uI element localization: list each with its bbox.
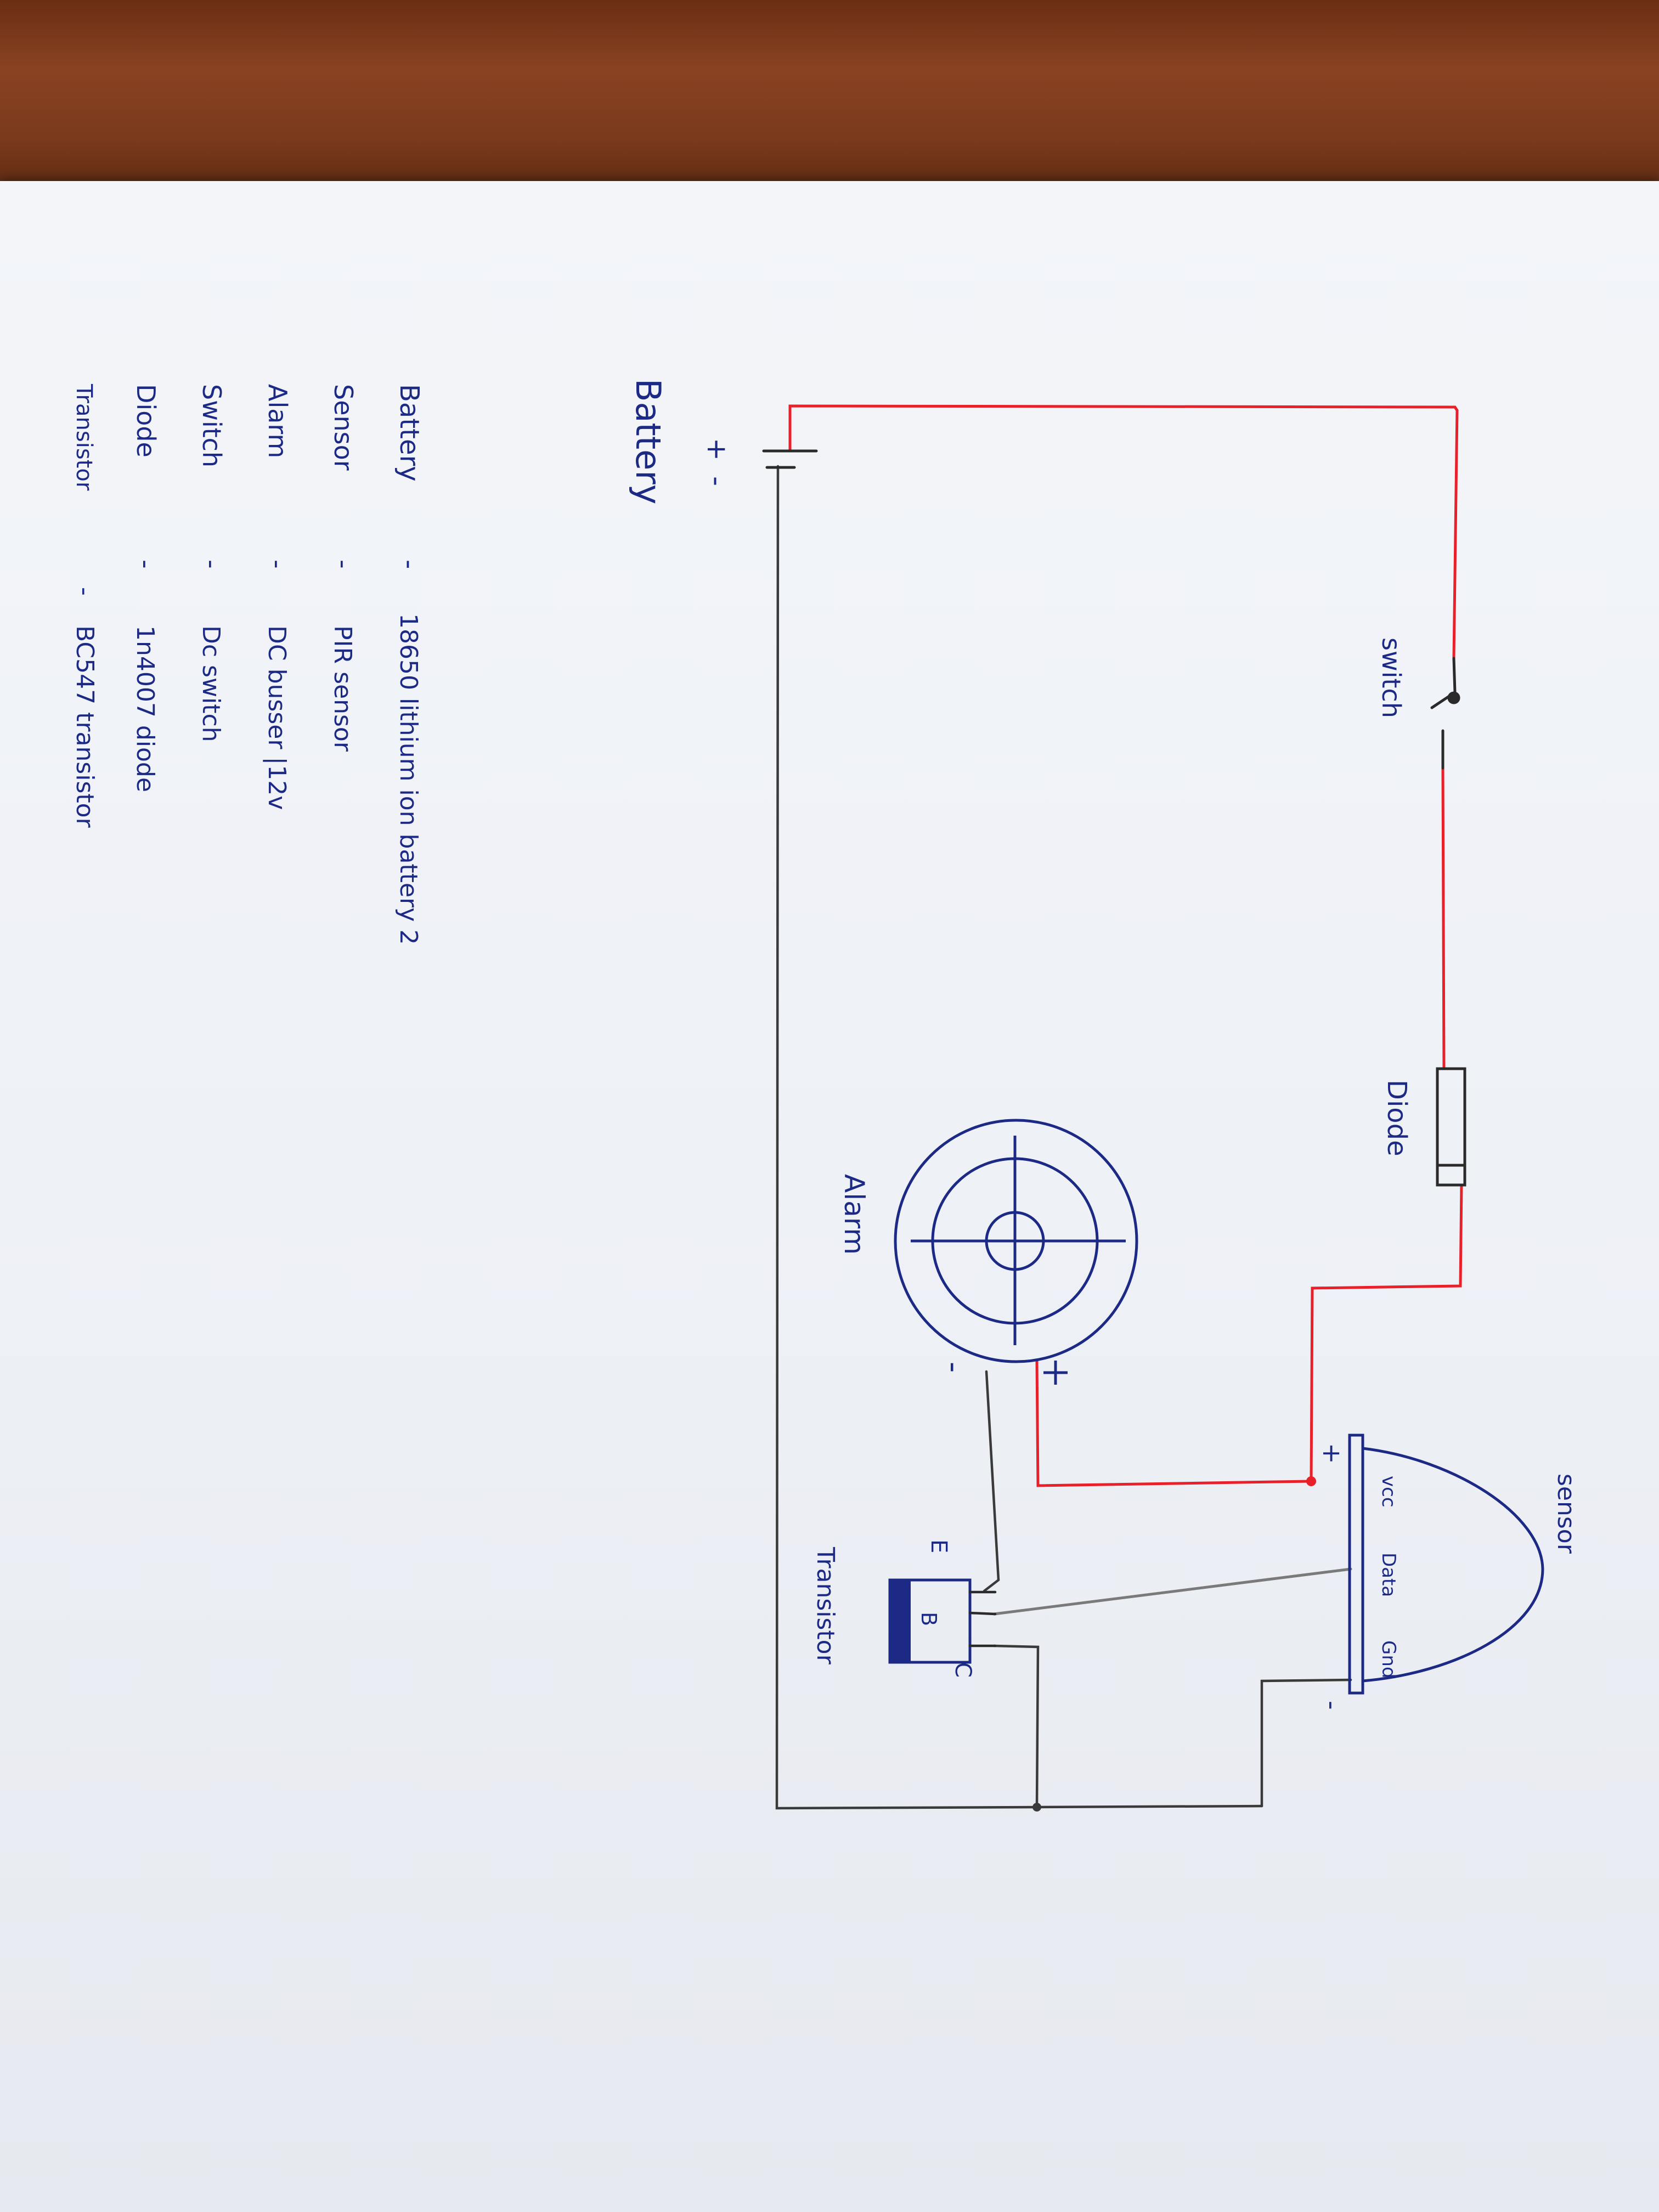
legend-transistor-sep: - xyxy=(71,587,99,596)
legend-diode-name: Diode xyxy=(131,384,161,458)
legend-transistor-name: Transistor xyxy=(71,383,97,491)
sensor-body xyxy=(1348,1434,1364,1695)
wire-sensor-vcc-to-alarm-plus xyxy=(1035,1359,1313,1487)
transistor-symbol xyxy=(888,1578,997,1664)
sensor-pin-gnd: Gnd xyxy=(1378,1640,1400,1678)
legend-sensor-sep: - xyxy=(329,560,358,569)
sensor-pin-data: Data xyxy=(1378,1553,1400,1597)
transistor-pin-c: C xyxy=(950,1662,975,1678)
wire-battery-minus-down xyxy=(775,465,1263,1810)
wire-diode-to-sensor-vcc xyxy=(1310,1183,1463,1483)
wire-transistor-c-to-bottom xyxy=(992,1644,1040,1809)
alarm-outer-ring xyxy=(894,1119,1138,1363)
transistor-pin-e: E xyxy=(926,1539,951,1553)
legend-sensor-desc: PIR sensor xyxy=(329,625,357,752)
wire-sensor-data-to-transistor-base xyxy=(992,1567,1352,1616)
sensor-minus-label: - xyxy=(1317,1701,1347,1710)
junction-dot xyxy=(1306,1476,1316,1486)
paper-sheet xyxy=(0,181,1659,2212)
switch-label: switch xyxy=(1376,637,1406,718)
legend-alarm-desc: DC busser |12v xyxy=(263,625,291,810)
legend-diode-desc: 1n4007 diode xyxy=(131,625,159,792)
negative-wires xyxy=(775,465,1352,1810)
alarm-minus-label: - xyxy=(936,1362,972,1373)
legend-battery-sep: - xyxy=(394,560,425,569)
junction-dot xyxy=(1032,1803,1041,1812)
sensor-pin-vcc: vcc xyxy=(1378,1476,1400,1508)
sensor-plus-label: + xyxy=(1317,1443,1347,1464)
alarm-label: Alarm xyxy=(838,1174,870,1255)
battery-plus-label: + xyxy=(701,438,733,461)
alarm-plus-terminal xyxy=(1043,1361,1068,1385)
wire-battery-to-top xyxy=(788,404,1459,453)
wire-top-to-switch xyxy=(1452,409,1459,660)
legend-battery-name: Battery xyxy=(394,384,425,482)
wooden-table-background xyxy=(0,0,1659,198)
transistor-flat-face xyxy=(890,1580,911,1662)
legend-sensor-name: Sensor xyxy=(329,384,358,471)
legend-switch-name: Switch xyxy=(197,384,227,467)
switch-symbol xyxy=(1430,657,1460,770)
parts-list: Battery - 18650 lithium ion battery 2 Se… xyxy=(71,383,425,945)
wire-sensor-gnd-to-bottom xyxy=(1260,1678,1352,1808)
sensor-dome xyxy=(1362,1447,1544,1683)
wire-alarm-minus-to-transistor-e xyxy=(983,1370,1000,1593)
legend-battery-desc: 18650 lithium ion battery 2 xyxy=(394,613,422,945)
transistor-label: Transistor xyxy=(811,1547,839,1665)
legend-alarm-sep: - xyxy=(263,560,292,569)
legend-switch-sep: - xyxy=(197,560,227,569)
battery-minus-label: - xyxy=(701,476,733,486)
legend-transistor-desc: BC547 transistor xyxy=(71,625,99,828)
sensor-symbol xyxy=(1348,1434,1544,1695)
alarm-symbol xyxy=(894,1119,1138,1363)
battery-label: Battery xyxy=(628,379,668,504)
battery-symbol xyxy=(762,449,818,469)
legend-switch-desc: Dc switch xyxy=(197,625,225,742)
diode-label: Diode xyxy=(1381,1080,1412,1156)
positive-wires xyxy=(788,404,1463,1487)
legend-diode-sep: - xyxy=(131,560,161,569)
legend-alarm-name: Alarm xyxy=(263,384,292,458)
transistor-pin-b: B xyxy=(917,1612,941,1626)
wire-switch-to-diode xyxy=(1441,766,1446,1070)
diode-symbol xyxy=(1436,1067,1466,1187)
sensor-label: sensor xyxy=(1552,1474,1580,1554)
